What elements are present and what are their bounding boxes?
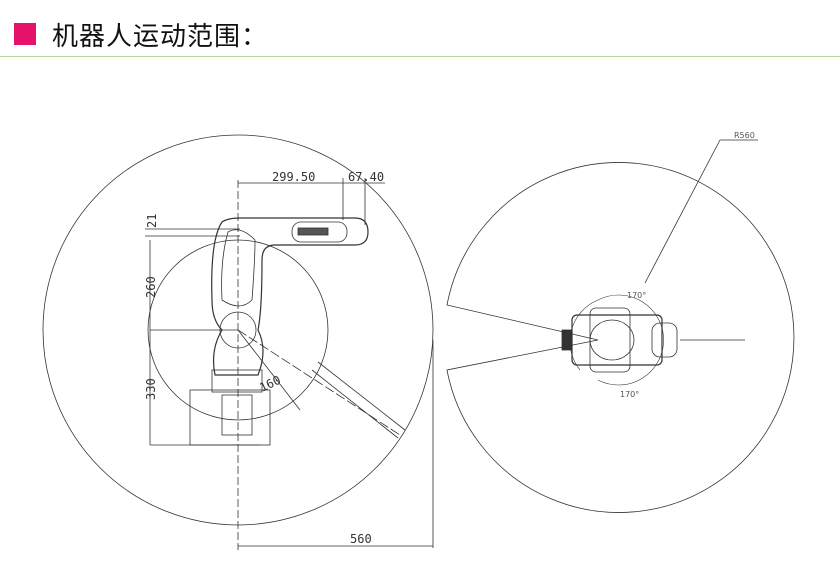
dim-reach-label: 299.50 (272, 170, 315, 184)
section-header: 机器人运动范围： (0, 0, 840, 57)
top-view: R560 170° 170° (446, 131, 795, 513)
dim-560-label: 560 (350, 532, 372, 546)
angle-bottom-label: 170° (620, 390, 639, 399)
dim-330-label: 330 (144, 378, 158, 400)
radius-label: R560 (734, 131, 755, 140)
reach-sector (446, 162, 795, 513)
dim-wrist-label: 67.40 (348, 170, 384, 184)
dim-160-label: 160 (257, 373, 283, 395)
bullet-square-icon (14, 23, 36, 45)
angle-top-label: 170° (627, 291, 646, 300)
dim-260-label: 260 (144, 276, 158, 298)
dim-21-label: 21 (145, 214, 159, 228)
side-view: 299.50 67.40 21 260 330 160 560 (42, 134, 434, 550)
section-title: 机器人运动范围： (52, 22, 269, 52)
